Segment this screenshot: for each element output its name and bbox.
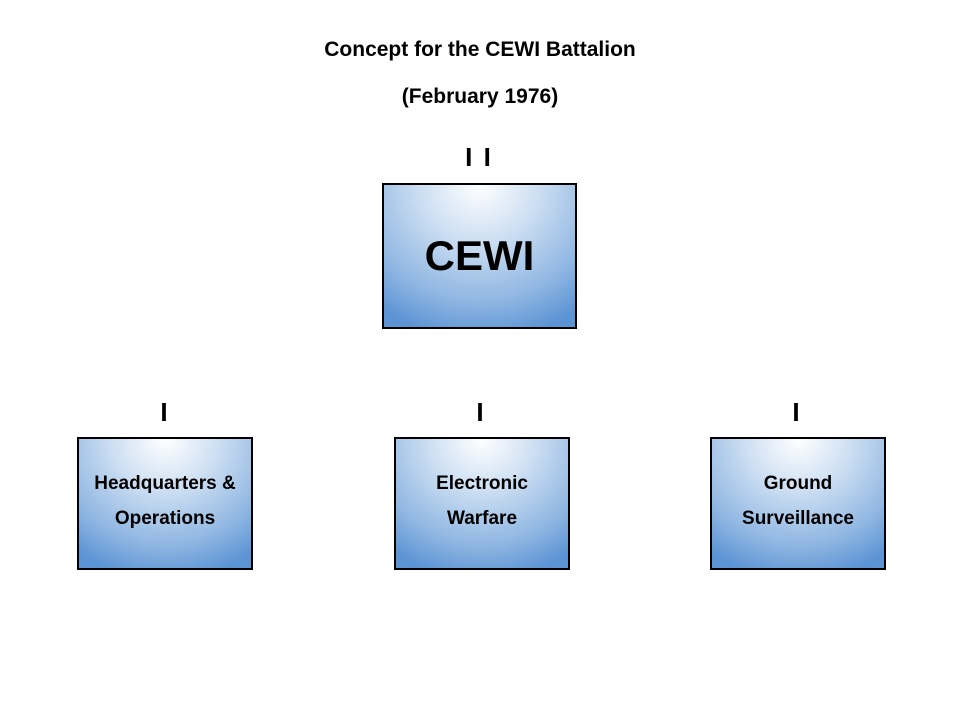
chart-subtitle: (February 1976)	[401, 85, 559, 108]
org-box-ground-surveillance: Ground Surveillance	[710, 437, 886, 570]
org-box-label-line1: Electronic	[436, 472, 528, 494]
echelon-marker-hq: I	[160, 397, 170, 427]
org-box-label: CEWI	[424, 232, 535, 279]
echelon-marker-battalion: I I	[465, 142, 493, 172]
chart-title: Concept for the CEWI Battalion	[324, 38, 636, 61]
org-box-label-line2: Surveillance	[742, 507, 854, 529]
org-box-label-line2: Warfare	[446, 507, 518, 529]
org-box-electronic-warfare: Electronic Warfare	[394, 437, 570, 570]
org-box-label-line1: Headquarters &	[94, 472, 236, 494]
org-box-headquarters-operations: Headquarters & Operations	[77, 437, 253, 570]
echelon-marker-ew: I	[476, 397, 486, 427]
org-box-label-line1: Ground	[763, 472, 833, 494]
org-box-label-line2: Operations	[114, 507, 216, 529]
echelon-marker-gs: I	[792, 397, 802, 427]
org-box-cewi: CEWI	[382, 183, 577, 329]
